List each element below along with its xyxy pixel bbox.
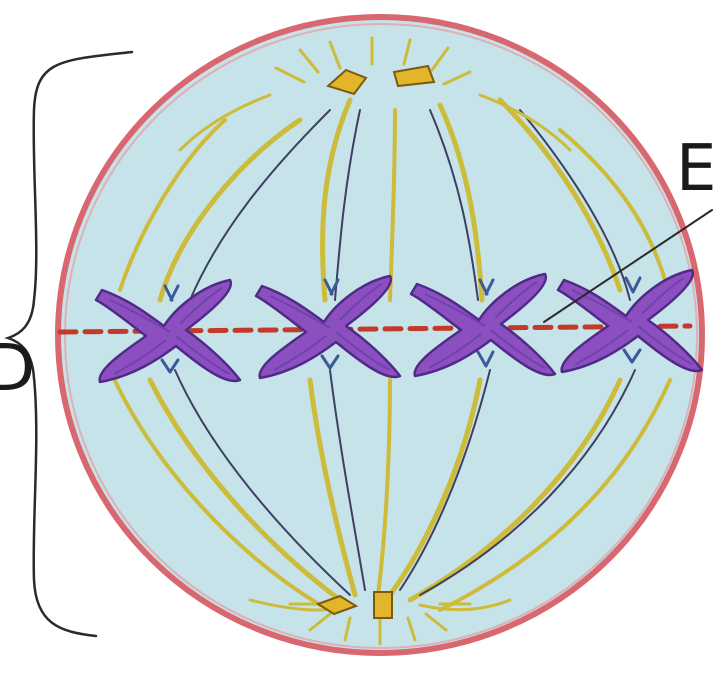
- label-e: E: [676, 132, 716, 206]
- label-d: D: [0, 332, 35, 406]
